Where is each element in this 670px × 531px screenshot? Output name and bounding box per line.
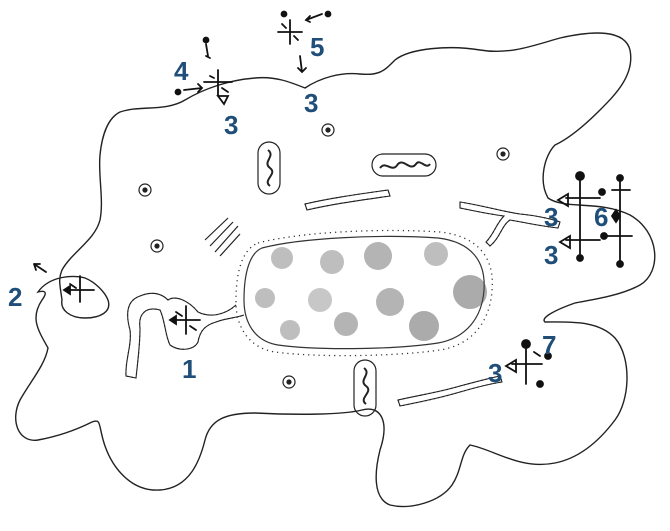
label-7: 7 — [542, 330, 556, 360]
label-5: 5 — [310, 32, 324, 62]
label-1: 1 — [182, 354, 196, 384]
er-channels — [125, 189, 561, 407]
label-2: 2 — [8, 282, 22, 312]
label-3-b: 3 — [304, 88, 318, 118]
nucleus-inner — [243, 235, 485, 350]
label-6: 6 — [594, 202, 608, 232]
receptors — [33, 10, 633, 388]
label-3-c: 3 — [544, 202, 558, 232]
nucleus-outer — [235, 229, 493, 357]
label-4: 4 — [174, 56, 189, 86]
label-3-d: 3 — [544, 240, 558, 270]
label-3-e: 3 — [488, 358, 502, 388]
chromatin — [255, 242, 487, 341]
label-3-a: 3 — [224, 110, 238, 140]
labels: 1 2 3 3 3 3 3 4 5 6 7 — [8, 32, 608, 388]
organelles — [138, 123, 510, 417]
